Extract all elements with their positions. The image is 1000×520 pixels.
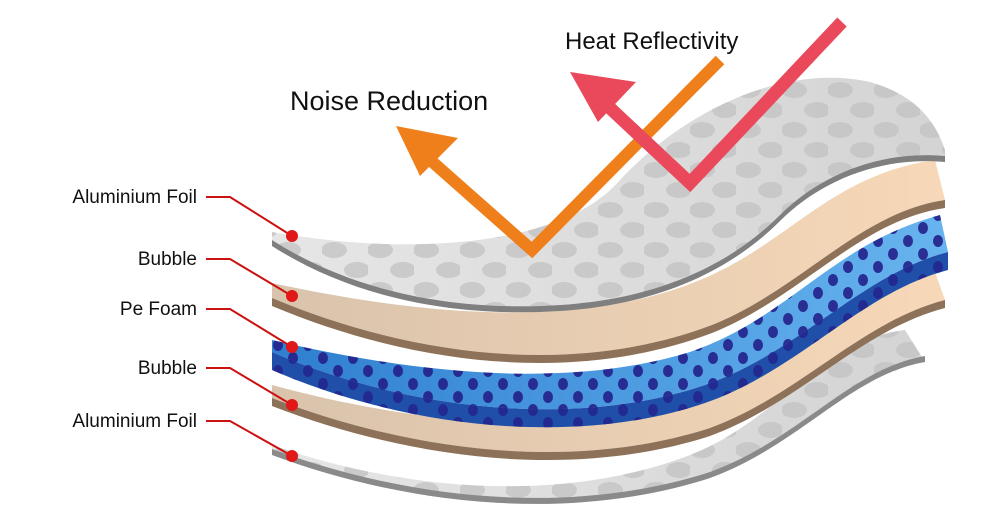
top-bubble-layer [272, 160, 945, 363]
layer-label-5: Aluminium Foil [72, 411, 197, 432]
leader-line-4 [206, 367, 293, 406]
leader-dot-2 [286, 290, 298, 302]
layer-label-4: Bubble [137, 358, 197, 379]
heat-reflectivity-arrow [570, 17, 847, 193]
leader-line-5 [206, 420, 293, 457]
leader-dot-4 [286, 399, 298, 411]
noise-reduction-label: Noise Reduction [290, 86, 489, 116]
leader-lines [206, 196, 298, 462]
leader-dot-1 [286, 230, 298, 242]
layer-label-3: Pe Foam [119, 299, 197, 320]
leader-line-2 [206, 258, 293, 297]
pe-foam-layer [272, 215, 948, 428]
top-foil-layer [272, 77, 945, 313]
layer-label-2: Bubble [137, 249, 197, 270]
heat-reflectivity-label: Heat Reflectivity [565, 28, 739, 55]
bottom-bubble-layer [272, 272, 945, 461]
noise-reduction-arrow [396, 55, 725, 259]
layer-label-1: Aluminium Foil [72, 187, 197, 208]
leader-line-3 [206, 308, 293, 348]
leader-line-1 [206, 196, 293, 237]
leader-dot-5 [286, 450, 298, 462]
leader-dot-3 [286, 341, 298, 353]
